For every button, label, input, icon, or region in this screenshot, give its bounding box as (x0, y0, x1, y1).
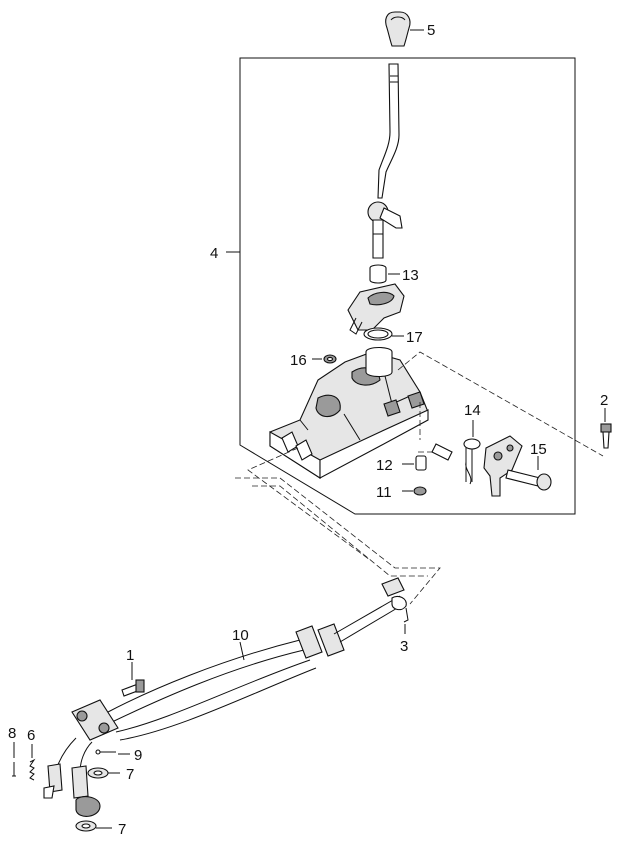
part-upper-housing[interactable] (347, 283, 405, 335)
assembly-frame (239, 57, 576, 515)
part-shift-knob[interactable] (385, 11, 411, 47)
callout-6: 6 (27, 727, 35, 744)
callout-8: 8 (8, 725, 16, 742)
part-spring-pin[interactable] (29, 758, 36, 781)
part-bushing[interactable] (369, 264, 387, 284)
part-ring[interactable] (363, 327, 393, 341)
part-clip[interactable] (413, 486, 427, 496)
callout-14: 14 (464, 402, 481, 419)
part-bolt-15[interactable] (505, 469, 552, 491)
part-washer-lower[interactable] (75, 820, 97, 832)
callout-10: 10 (232, 627, 249, 644)
part-spring[interactable] (463, 438, 481, 485)
callout-12: 12 (376, 457, 393, 474)
callout-17: 17 (406, 329, 423, 346)
callout-1: 1 (126, 647, 134, 664)
part-select-lever[interactable] (483, 435, 523, 497)
part-shifter-base[interactable] (269, 346, 429, 480)
part-nut[interactable] (323, 354, 337, 364)
part-shift-lever[interactable] (367, 63, 403, 259)
part-cable-end-right[interactable] (71, 741, 101, 817)
callout-3: 3 (400, 638, 408, 655)
part-cable-end-left[interactable] (43, 737, 77, 799)
callout-7-upper: 7 (126, 766, 134, 783)
part-bolt-2[interactable] (600, 423, 612, 449)
part-small-pin[interactable] (431, 443, 453, 461)
callout-11: 11 (376, 484, 392, 501)
part-pin-8[interactable] (12, 762, 16, 777)
callout-9: 9 (134, 747, 142, 764)
callout-15: 15 (530, 441, 547, 458)
part-washer-upper[interactable] (87, 767, 109, 779)
callout-7-lower: 7 (118, 821, 126, 838)
callout-16: 16 (290, 352, 307, 369)
callout-5: 5 (427, 22, 435, 39)
part-cotter-pin[interactable] (95, 749, 116, 755)
part-cable-bracket[interactable] (71, 699, 119, 741)
part-pin[interactable] (415, 455, 427, 471)
callout-4: 4 (210, 245, 218, 262)
part-clip-3[interactable] (403, 607, 409, 623)
part-bolt-1[interactable] (121, 679, 145, 697)
callout-2: 2 (600, 392, 608, 409)
part-cable-assembly[interactable] (107, 577, 407, 741)
callout-13: 13 (402, 267, 419, 284)
